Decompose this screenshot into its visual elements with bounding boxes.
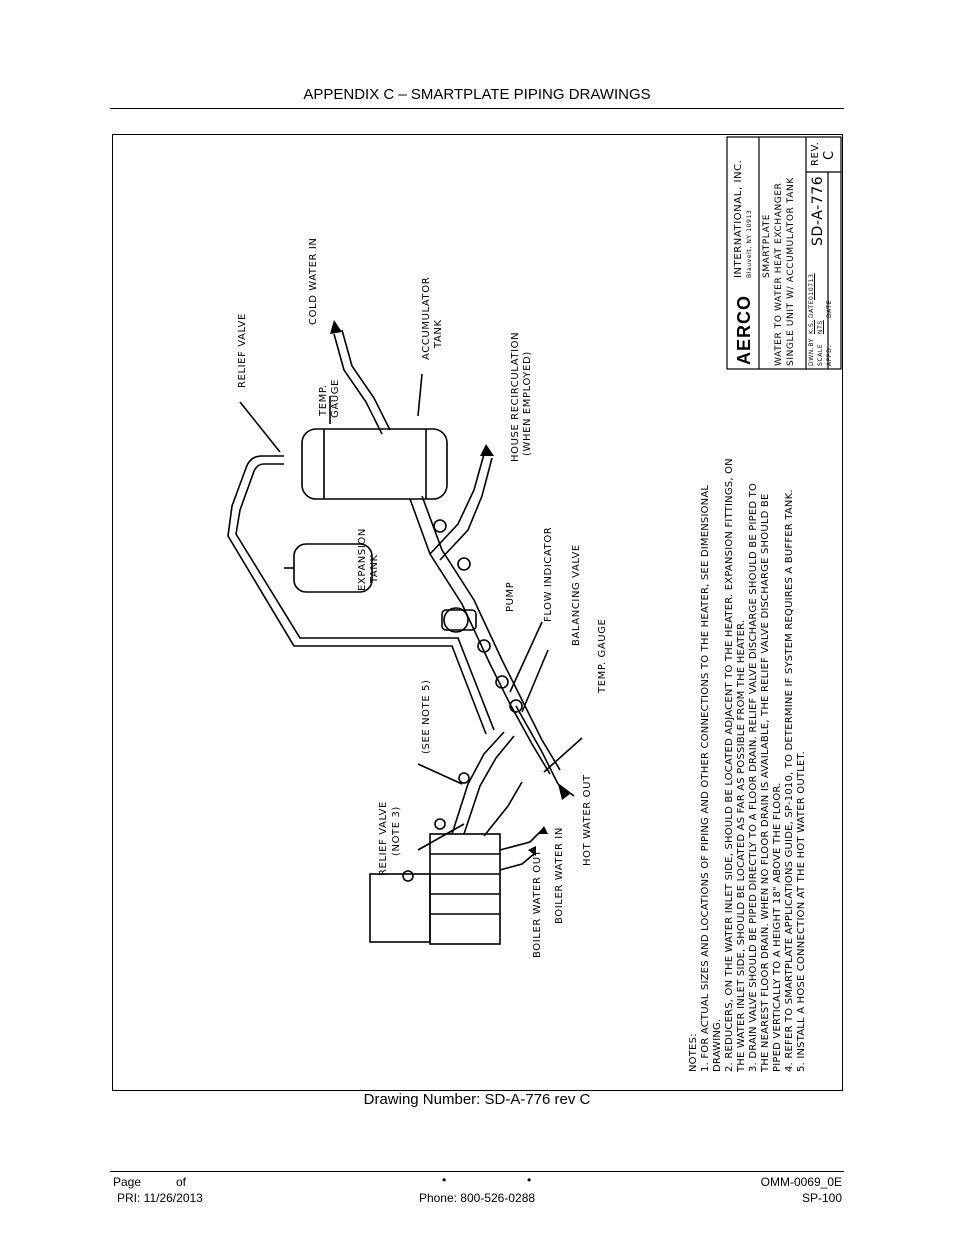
company-logo: AERCO — [734, 294, 754, 365]
company-address: Blauvelt, NY 10913 — [746, 209, 753, 278]
label-expansion-tank-1: EXPANSION — [357, 528, 368, 591]
leader-see-note-5 — [417, 763, 463, 785]
boiler-water-in-pipe — [499, 853, 535, 871]
notes-line-7: PIPED VERTICALLY TO A HEIGHT 18" ABOVE T… — [772, 782, 783, 1072]
footer-phone: Phone: 800-526-0288 — [418, 1191, 536, 1205]
arrow-boiler-water-out — [538, 826, 548, 834]
recirculation-pipe — [429, 453, 485, 555]
label-pump: PUMP — [505, 581, 516, 612]
drawing-frame — [112, 134, 843, 1091]
label-cold-water-in: COLD WATER IN — [308, 237, 319, 326]
dwn-by-label: DWN.BY — [808, 337, 815, 366]
pump-body — [443, 607, 469, 633]
accumulator-tank — [301, 428, 448, 500]
notes-line-1: 1. FOR ACTUAL SIZES AND LOCATIONS OF PIP… — [700, 484, 711, 1072]
leader-flow-indicator — [509, 621, 543, 693]
notes-line-5: 3. DRAIN VALVE SHOULD BE PIPED DIRECTLY … — [748, 482, 759, 1072]
footer-pri-date: PRI: 11/26/2013 — [117, 1191, 203, 1205]
label-boiler-water-in: BOILER WATER IN — [554, 827, 565, 924]
footer-page-label: Page — [113, 1175, 142, 1189]
arrow-boiler-water-in — [528, 846, 536, 856]
scale-value: NTS — [817, 320, 824, 334]
rev-label: REV. — [810, 141, 821, 166]
piping-diagram — [227, 320, 583, 945]
footer-bullet-2: • — [527, 1173, 532, 1187]
label-house-recirculation-1: HOUSE RECIRCULATION — [510, 331, 521, 462]
arrow-recirculation — [480, 444, 494, 456]
footer-doc-number: OMM-0069_0E — [760, 1175, 842, 1189]
label-boiler-water-out: BOILER WATER OUT — [532, 849, 543, 958]
scale-label: SCALE — [817, 343, 824, 366]
arrow-hot-water-out — [558, 784, 570, 800]
footer-bullet-1: • — [442, 1173, 447, 1187]
label-balancing-valve: BALANCING VALVE — [571, 544, 582, 646]
rev-value: C — [822, 150, 837, 160]
label-house-recirculation-2: (WHEN EMPLOYED) — [522, 351, 533, 456]
label-temp-gauge-top-2: GAUGE — [330, 379, 341, 418]
label-flow-indicator: FLOW INDICATOR — [543, 526, 554, 622]
notes-line-6: THE NEAREST FLOOR DRAIN. WHEN NO FLOOR D… — [760, 493, 771, 1072]
label-expansion-tank-2: TANK — [369, 554, 380, 583]
footer-of-label: of — [176, 1175, 187, 1189]
hot-water-pipe — [515, 705, 559, 785]
label-temp-gauge-top-1: TEMP. — [318, 384, 329, 416]
title-line-2: WATER TO WATER HEAT EXCHANGER — [774, 182, 784, 367]
supply-loop-pipe — [227, 455, 487, 735]
company-name: INTERNATIONAL, INC. — [733, 159, 744, 278]
notes-line-8: 4. REFER TO SMARTPLATE APPLICATIONS GUID… — [784, 489, 795, 1072]
label-relief-valve-note3-1: RELIEF VALVE — [378, 801, 389, 876]
leader-relief-valve-note3 — [417, 823, 465, 851]
leader-accumulator — [417, 373, 423, 417]
date-label-1: DATE — [808, 299, 815, 318]
date-label-2: DATE — [826, 299, 833, 318]
label-relief-valve-top: RELIEF VALVE — [237, 313, 248, 388]
title-line-3: SINGLE UNIT W/ ACCUMULATOR TANK — [786, 177, 796, 366]
drawing-number-block: SD-A-776 — [810, 175, 826, 246]
label-accumulator-tank-2: TANK — [433, 319, 444, 348]
header-rule — [110, 108, 844, 109]
cold-water-pipe — [333, 333, 383, 435]
date-value-1: 010713 — [808, 273, 815, 300]
label-relief-valve-note3-2: (NOTE 3) — [391, 806, 402, 856]
drawing-caption: Drawing Number: SD-A-776 rev C — [363, 1091, 591, 1108]
notes-line-0: NOTES: — [688, 1033, 699, 1072]
title-block — [726, 136, 842, 370]
notes-line-9: 5. INSTALL A HOSE CONNECTION AT THE HOT … — [796, 751, 807, 1072]
leader-balancing-valve — [521, 649, 549, 713]
leader-relief-valve-top — [239, 401, 281, 453]
label-see-note-5: (SEE NOTE 5) — [421, 679, 432, 755]
label-temp-gauge-bottom: TEMP. GAUGE — [597, 618, 608, 693]
leader-temp-gauge — [543, 737, 583, 773]
appd-label: APPD. — [826, 345, 833, 366]
title-line-1: SMARTPLATE — [762, 213, 772, 278]
label-hot-water-out: HOT WATER OUT — [582, 774, 593, 866]
footer-rule — [110, 1171, 844, 1172]
footer-sp: SP-100 — [801, 1191, 842, 1205]
page-title: APPENDIX C – SMARTPLATE PIPING DRAWINGS — [303, 86, 651, 103]
heat-exchanger — [429, 833, 501, 945]
notes-line-4: THE WATER INLET SIDE, SHOULD BE LOCATED … — [736, 619, 747, 1072]
label-accumulator-tank-1: ACCUMULATOR — [421, 276, 432, 360]
dwn-by-value: K.S. — [808, 320, 815, 334]
heater-cabinet — [369, 873, 431, 943]
arrow-cold-water-in — [330, 320, 342, 334]
notes-line-2: DRAWING. — [712, 1018, 723, 1072]
notes-line-3: 2. REDUCERS, ON THE WATER INLET SIDE, SH… — [724, 458, 735, 1072]
